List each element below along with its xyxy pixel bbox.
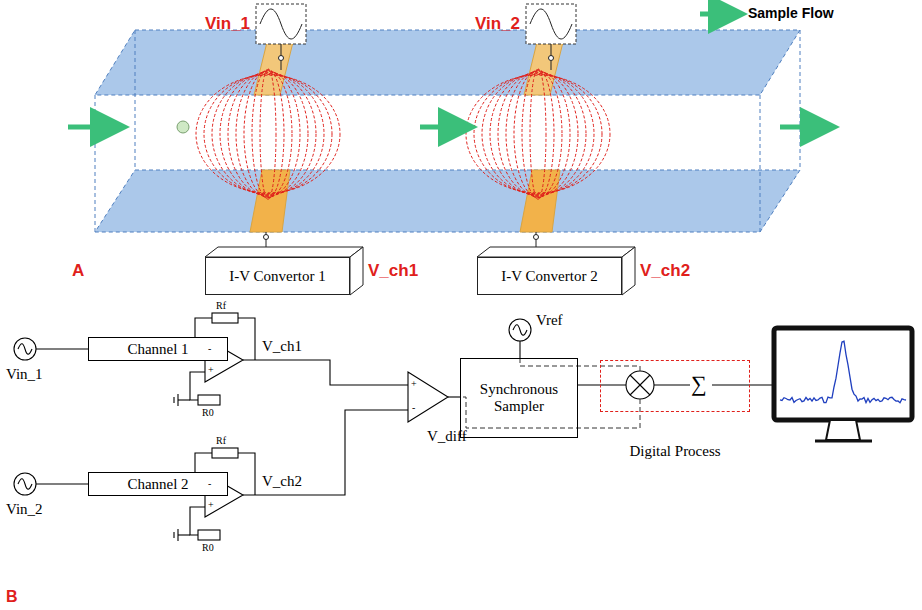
legend-text: Sample Flow (748, 6, 834, 21)
field-line (220, 73, 316, 195)
schematic-label: V_ch2 (262, 473, 302, 490)
converter-box: I-V Convertor 1 (205, 257, 350, 295)
schematic-label: Vref (536, 312, 563, 329)
field-lines (196, 69, 610, 199)
digital-process-group: Digital Process (600, 360, 750, 460)
sampler-path (463, 358, 640, 428)
schematic-label: - (412, 402, 415, 413)
schematic-label: Vin_1 (6, 366, 43, 383)
bottom-plate (95, 170, 800, 232)
signal-label: Vin_2 (475, 15, 520, 34)
node-text: Channel 1 (127, 341, 188, 358)
dashed-region (600, 360, 750, 412)
field-line (522, 70, 554, 199)
schematic-label: + (208, 499, 214, 510)
field-line (506, 71, 570, 197)
channel-box: Channel 2 (88, 472, 228, 496)
field-line (466, 75, 610, 193)
node-text: Channel 2 (127, 476, 188, 493)
monitor (774, 328, 912, 441)
field-line (196, 75, 340, 193)
node-text: I-V Convertor 2 (501, 268, 597, 285)
field-line (482, 74, 594, 195)
field-line (228, 72, 308, 196)
signal-label: A (72, 262, 84, 281)
field-line (236, 71, 300, 197)
schematic-label: + (208, 364, 214, 375)
field-line (474, 74, 602, 193)
field-line (514, 70, 562, 197)
schematic-label: V_ch1 (262, 338, 302, 355)
schematic-label: Vin_2 (6, 501, 43, 518)
node-text: Synchronous Sampler (475, 381, 563, 415)
schematic-label: V_diff (427, 428, 467, 445)
schematic-label: + (411, 378, 417, 389)
top-plate (95, 30, 800, 95)
field-line (204, 74, 332, 193)
electrode (250, 170, 290, 232)
node-text: Digital Process (629, 443, 720, 460)
schematic-label: Rf (216, 300, 226, 311)
schematic-label: R0 (202, 407, 214, 418)
signal-label: V_ch1 (368, 262, 418, 281)
sine-source (256, 4, 576, 70)
signal-label: V_ch2 (640, 262, 690, 281)
electrode (520, 170, 560, 232)
field-line (530, 69, 546, 199)
converter-box: I-V Convertor 2 (477, 257, 622, 295)
field-line (498, 72, 578, 196)
field-line (252, 70, 284, 199)
schematic-label: Rf (216, 435, 226, 446)
schematic-label: - (208, 478, 211, 489)
field-line (260, 69, 276, 199)
box-3d-faces (205, 232, 635, 295)
field-line (490, 73, 586, 195)
schematic-label: - (208, 343, 211, 354)
channel-edges (95, 30, 800, 232)
node-text: I-V Convertor 1 (229, 268, 325, 285)
particle (177, 121, 189, 133)
sampler-box: Synchronous Sampler (460, 358, 578, 438)
legend-arrow (700, 12, 738, 17)
schematic-label: R0 (202, 542, 214, 553)
schematic-label: ∑ (691, 372, 707, 396)
channel-box: Channel 1 (88, 337, 228, 361)
field-line (244, 70, 292, 197)
schematic-label: B (6, 588, 18, 606)
schematic-wires (14, 313, 774, 541)
field-line (212, 74, 324, 195)
signal-label: Vin_1 (205, 15, 250, 34)
